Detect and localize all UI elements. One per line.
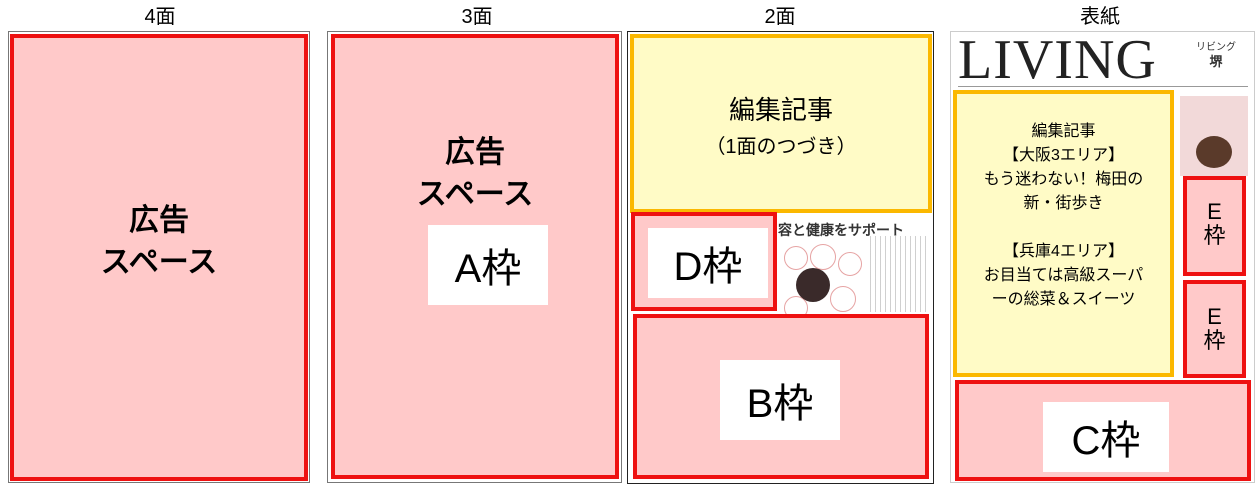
frame-e2-label-line2: 枠 <box>1203 328 1226 353</box>
page-4-ad-label: 広告 スペース <box>10 200 308 284</box>
frame-e1-label-line2: 枠 <box>1203 223 1226 248</box>
page-label-2: 2面 <box>764 6 796 28</box>
page-3-ad-line1: 広告 <box>445 136 505 169</box>
frame-e2-label-line1: E <box>1207 304 1222 329</box>
page-2-article-subtext: （1面のつづき） <box>630 133 932 161</box>
page-2-deco-circle <box>810 244 836 270</box>
cover-article-line: 【大阪3エリア】 <box>1003 147 1124 164</box>
cover-logo: LIVING <box>958 29 1157 91</box>
page-2-background-headline: 容と健康をサポート <box>778 222 904 238</box>
page-2-article-line2: （1面のつづき） <box>705 136 857 158</box>
frame-e1-label-line1: E <box>1207 199 1222 224</box>
page-2-editorial-article <box>630 34 932 213</box>
frame-b-label: B枠 <box>720 360 840 440</box>
cover-article-line <box>953 216 1174 240</box>
cover-ad-space-e1 <box>1183 176 1246 276</box>
page-label-cover: 表紙 <box>1080 6 1120 28</box>
page-label-3: 3面 <box>461 6 493 28</box>
cover-article-line: お目当ては高級スーパ <box>983 267 1144 284</box>
cover-editorial-article <box>953 90 1174 377</box>
page-label-4: 4面 <box>144 6 176 28</box>
page-3-ad-label: 広告 スペース <box>331 132 619 216</box>
cover-logo-side-line1: リビング <box>1196 42 1236 53</box>
cover-article-line: ーの総菜＆スイーツ <box>991 291 1136 308</box>
page-3-ad-line2: スペース <box>416 178 534 211</box>
page-2-body-text <box>870 236 928 312</box>
frame-e2-label: E 枠 <box>1183 305 1246 353</box>
cover-ad-space-e2 <box>1183 280 1246 378</box>
cover-article-line: 編集記事 <box>1031 123 1096 140</box>
page-4-ad-line2: スペース <box>100 246 218 279</box>
frame-a-label: A枠 <box>428 225 548 305</box>
frame-c-label: C枠 <box>1043 402 1169 472</box>
cover-inset-photo <box>1196 136 1232 168</box>
page-2-article-text: 編集記事 <box>630 92 932 128</box>
cover-header-rule <box>958 86 1248 87</box>
frame-d-label: D枠 <box>648 228 768 298</box>
page-2-article-line1: 編集記事 <box>728 95 833 125</box>
page-2-deco-circle <box>838 252 862 276</box>
cover-article-line: 新・街歩き <box>1023 195 1104 212</box>
cover-article-text: 編集記事 【大阪3エリア】 もう迷わない！梅田の 新・街歩き 【兵庫4エリア】 … <box>953 120 1174 312</box>
cover-logo-side: リビング 堺 <box>1194 42 1238 70</box>
page-4-ad-space <box>10 34 308 481</box>
cover-article-line: もう迷わない！梅田の <box>983 171 1144 188</box>
page-2-deco-circle <box>830 286 856 312</box>
frame-e1-label: E 枠 <box>1183 200 1246 248</box>
cover-article-line: 【兵庫4エリア】 <box>1003 243 1124 260</box>
page-2-photo <box>796 268 830 302</box>
page-4-ad-line1: 広告 <box>129 204 189 237</box>
page-2-deco-circle <box>784 246 808 270</box>
cover-logo-side-line2: 堺 <box>1209 54 1223 69</box>
